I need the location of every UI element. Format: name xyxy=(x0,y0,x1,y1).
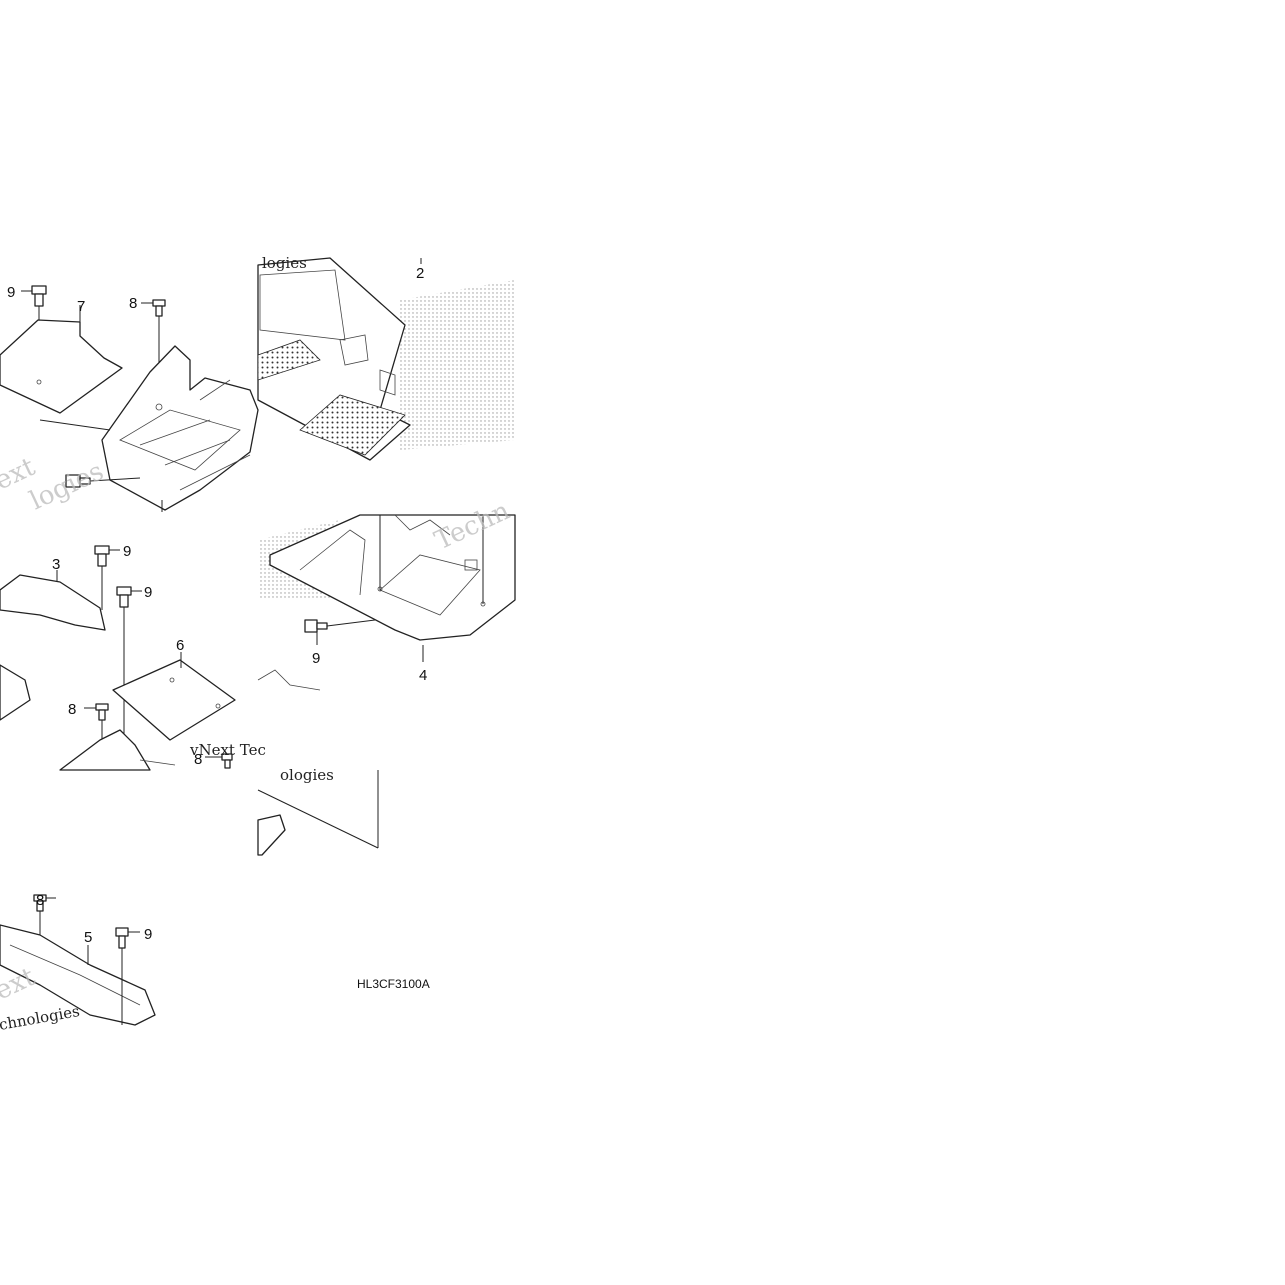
callout-label: 9 xyxy=(7,284,15,301)
callout-label: 3 xyxy=(52,556,60,573)
callout-label: 9 xyxy=(123,543,131,560)
bolt-9-icon xyxy=(94,545,120,610)
bolt-9-icon xyxy=(21,285,47,380)
callout-label: 5 xyxy=(84,929,92,946)
watermark-8: logies xyxy=(262,254,307,272)
bolt-8-icon xyxy=(141,299,166,405)
cover-3 xyxy=(0,574,106,631)
tile-bottom-left xyxy=(0,894,156,1026)
tile-top-left xyxy=(0,285,259,512)
callout-label: 7 xyxy=(77,298,85,315)
bolt-9-icon xyxy=(304,619,376,645)
watermark-6: ologies xyxy=(280,766,334,784)
diagram-code: HL3CF3100A xyxy=(357,977,430,991)
callout-label: 9 xyxy=(144,584,152,601)
callout-label: 4 xyxy=(419,667,427,684)
cargo-bed-2 xyxy=(257,257,411,461)
watermark-2: logies xyxy=(25,456,108,516)
tile-top-right xyxy=(257,257,515,461)
callout-label: 8 xyxy=(68,701,76,718)
tile-mid-right xyxy=(257,514,516,691)
tile-mid-left xyxy=(0,545,236,771)
plate-6 xyxy=(112,659,236,741)
callout-label: 9 xyxy=(312,650,320,667)
floor-panel-4 xyxy=(269,514,516,641)
callout-label: 9 xyxy=(144,926,152,943)
plate-7 xyxy=(0,319,123,414)
callout-label: 6 xyxy=(176,637,184,654)
bolt-8-icon xyxy=(205,753,233,769)
tile-low-right xyxy=(205,753,379,856)
watermark-4: chnologies xyxy=(0,1002,81,1034)
callout-label: 8 xyxy=(129,295,137,312)
watermark-5: vNext Tec xyxy=(189,741,266,759)
floor-frame xyxy=(101,345,259,511)
bolt-8-icon xyxy=(33,894,56,935)
rail-5 xyxy=(0,924,156,1026)
callout-label: 8 xyxy=(194,751,202,768)
bolt-icon xyxy=(65,474,141,488)
callout-label: 8 xyxy=(36,892,44,909)
bolt-9-icon xyxy=(115,927,140,1025)
callout-label: 2 xyxy=(416,265,424,282)
bolt-8-icon xyxy=(84,703,109,740)
